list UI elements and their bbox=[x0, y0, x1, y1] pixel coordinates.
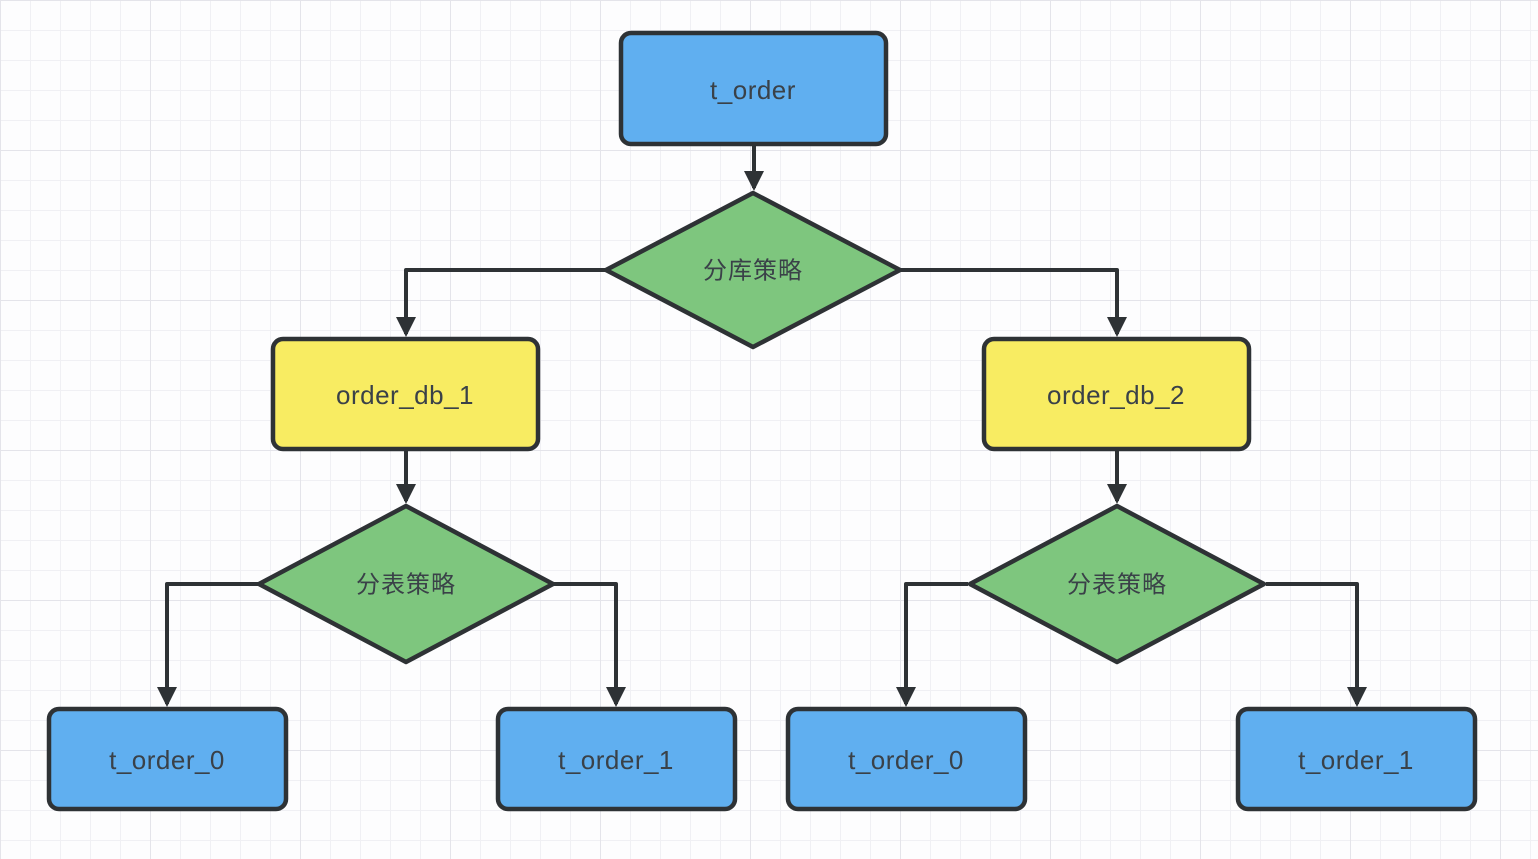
node-db-strategy: 分库策略 bbox=[603, 190, 903, 350]
node-db1-t-order-1-shape bbox=[495, 706, 738, 812]
node-db1-t-order-0-shape bbox=[46, 706, 289, 812]
edge-db-strategy-to-db1 bbox=[396, 268, 605, 337]
node-table-strategy-left: 分表策略 bbox=[256, 503, 556, 665]
node-order-db-1-label: order_db_1 bbox=[336, 380, 474, 410]
node-order-db-2-label: order_db_2 bbox=[1047, 380, 1185, 410]
node-order-db-1-shape bbox=[270, 336, 541, 452]
node-db2-t-order-0-shape bbox=[785, 706, 1028, 812]
edge-right-strategy-to-t-order-0 bbox=[896, 582, 968, 707]
edge-right-strategy-to-t-order-1 bbox=[1266, 582, 1367, 707]
node-t-order-label: t_order bbox=[710, 75, 796, 105]
node-order-db-2-shape bbox=[981, 336, 1252, 452]
node-table-strategy-right-shape bbox=[967, 503, 1267, 665]
node-table-strategy-left-label: 分表策略 bbox=[356, 572, 456, 599]
node-order-db-2: order_db_2 bbox=[981, 336, 1252, 452]
node-db-strategy-shape bbox=[603, 190, 903, 350]
node-db2-t-order-1: t_order_1 bbox=[1235, 706, 1478, 812]
edge-db-strategy-to-db2 bbox=[901, 268, 1127, 337]
node-db-strategy-label: 分库策略 bbox=[703, 258, 803, 285]
node-db2-t-order-0-label: t_order_0 bbox=[848, 745, 964, 775]
node-db1-t-order-1: t_order_1 bbox=[495, 706, 738, 812]
node-db2-t-order-0: t_order_0 bbox=[785, 706, 1028, 812]
node-table-strategy-right-label: 分表策略 bbox=[1067, 572, 1167, 599]
node-table-strategy-left-shape bbox=[256, 503, 556, 665]
node-t-order-shape bbox=[618, 30, 889, 147]
node-db1-t-order-1-label: t_order_1 bbox=[558, 745, 674, 775]
node-db2-t-order-1-shape bbox=[1235, 706, 1478, 812]
node-t-order: t_order bbox=[618, 30, 889, 147]
node-table-strategy-right: 分表策略 bbox=[967, 503, 1267, 665]
node-db2-t-order-1-label: t_order_1 bbox=[1298, 745, 1414, 775]
node-db1-t-order-0-label: t_order_0 bbox=[109, 745, 225, 775]
node-db1-t-order-0: t_order_0 bbox=[46, 706, 289, 812]
edge-left-strategy-to-t-order-1 bbox=[554, 582, 626, 707]
node-order-db-1: order_db_1 bbox=[270, 336, 541, 452]
edge-left-strategy-to-t-order-0 bbox=[157, 582, 258, 707]
